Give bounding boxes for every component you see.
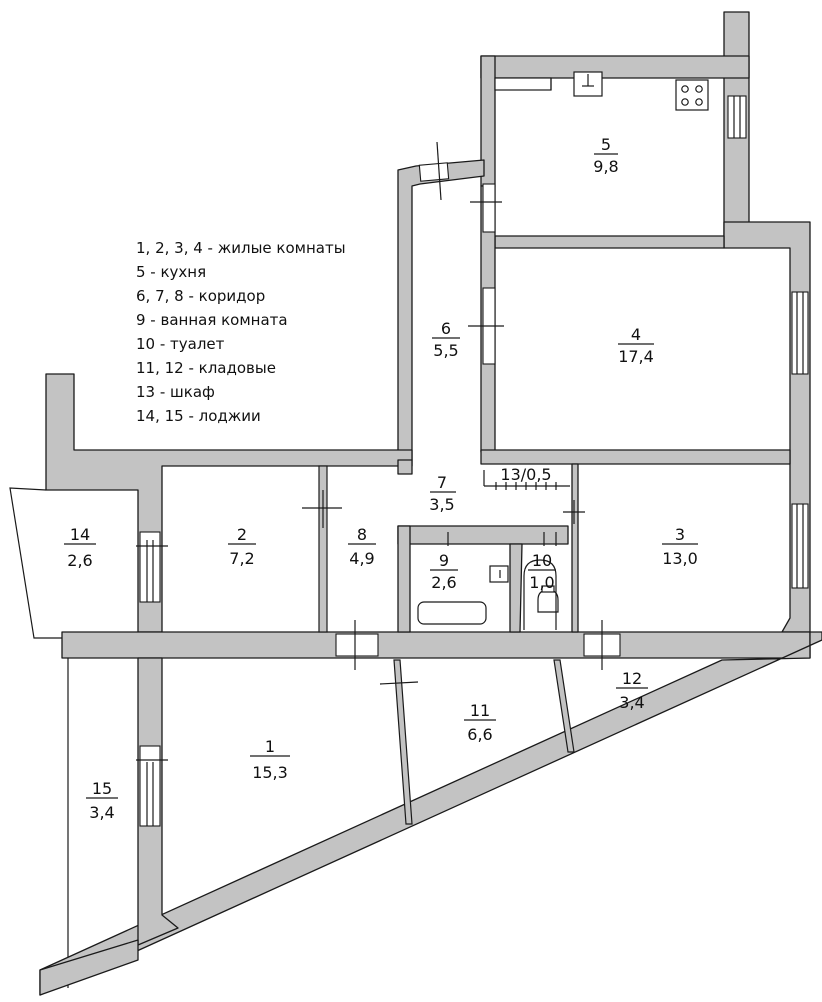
legend-item: 10 - туалет (136, 335, 225, 353)
room-15-area: 3,4 (89, 803, 114, 822)
room-10-number: 10 (532, 551, 552, 570)
room-11-area: 6,6 (467, 725, 492, 744)
room-label-9: 92,6 (430, 551, 458, 592)
room-7-area: 3,5 (429, 495, 454, 514)
kitchen-counter (494, 77, 552, 91)
legend-item: 5 - кухня (136, 263, 207, 281)
room-label-15: 153,4 (86, 779, 118, 822)
room-label-14: 142,6 (64, 525, 96, 570)
room-9-area: 2,6 (431, 573, 456, 592)
room-4-number: 4 (631, 325, 641, 344)
room-8-area: 4,9 (349, 549, 374, 568)
legend-item: 14, 15 - лоджии (136, 407, 261, 425)
closet-13-label: 13/0,5 (500, 465, 551, 484)
room-15-number: 15 (92, 779, 112, 798)
room-label-3: 313,0 (662, 525, 698, 568)
room-14-area: 2,6 (67, 551, 92, 570)
room-label-4: 417,4 (618, 325, 654, 366)
room-labels: 59,8 417,4 65,5 73,5 13/0,5 27,2 84,9 92… (64, 135, 698, 822)
bathtub (417, 601, 487, 625)
room-label-12: 123,4 (616, 669, 648, 712)
loggia-14-outline (9, 487, 62, 639)
room-4-area: 17,4 (618, 347, 654, 366)
room-6-area: 5,5 (433, 341, 458, 360)
room-7-number: 7 (437, 473, 447, 492)
interior-walls (318, 185, 791, 825)
exterior-walls (39, 11, 822, 996)
room-label-6: 65,5 (432, 319, 460, 360)
room-5-area: 9,8 (593, 157, 618, 176)
legend-item: 9 - ванная комната (136, 311, 288, 329)
room-8-number: 8 (357, 525, 367, 544)
legend-item: 1, 2, 3, 4 - жилые комнаты (136, 239, 346, 257)
toilet (537, 589, 559, 613)
legend: 1, 2, 3, 4 - жилые комнаты 5 - кухня 6, … (136, 236, 346, 428)
room-1-area: 15,3 (252, 763, 288, 782)
legend-item: 13 - шкаф (136, 383, 215, 401)
room-label-7: 73,5 (429, 473, 456, 514)
room-6-number: 6 (441, 319, 451, 338)
bath-sink (489, 565, 509, 583)
room-3-area: 13,0 (662, 549, 698, 568)
room-label-1: 115,3 (250, 737, 290, 782)
room-10-area: 1,0 (529, 573, 554, 592)
room-5-number: 5 (601, 135, 611, 154)
legend-item: 11, 12 - кладовые (136, 359, 276, 377)
door-marks (136, 141, 603, 761)
room-12-number: 12 (622, 669, 642, 688)
room-2-area: 7,2 (229, 549, 254, 568)
room-3-number: 3 (675, 525, 685, 544)
room-label-11: 116,6 (464, 701, 496, 744)
room-14-number: 14 (70, 525, 90, 544)
room-11-number: 11 (470, 701, 490, 720)
windows (139, 95, 809, 827)
closet-13-marks (483, 470, 570, 490)
stove (675, 79, 709, 111)
room-2-number: 2 (237, 525, 247, 544)
fixtures (417, 71, 709, 630)
room-1-number: 1 (265, 737, 275, 756)
room-12-area: 3,4 (619, 693, 644, 712)
legend-item: 6, 7, 8 - коридор (136, 287, 266, 305)
room-label-5: 59,8 (593, 135, 618, 176)
room-label-8: 84,9 (348, 525, 376, 568)
room-label-2: 27,2 (228, 525, 256, 568)
room-label-10: 101,0 (528, 551, 556, 592)
room-9-number: 9 (439, 551, 449, 570)
